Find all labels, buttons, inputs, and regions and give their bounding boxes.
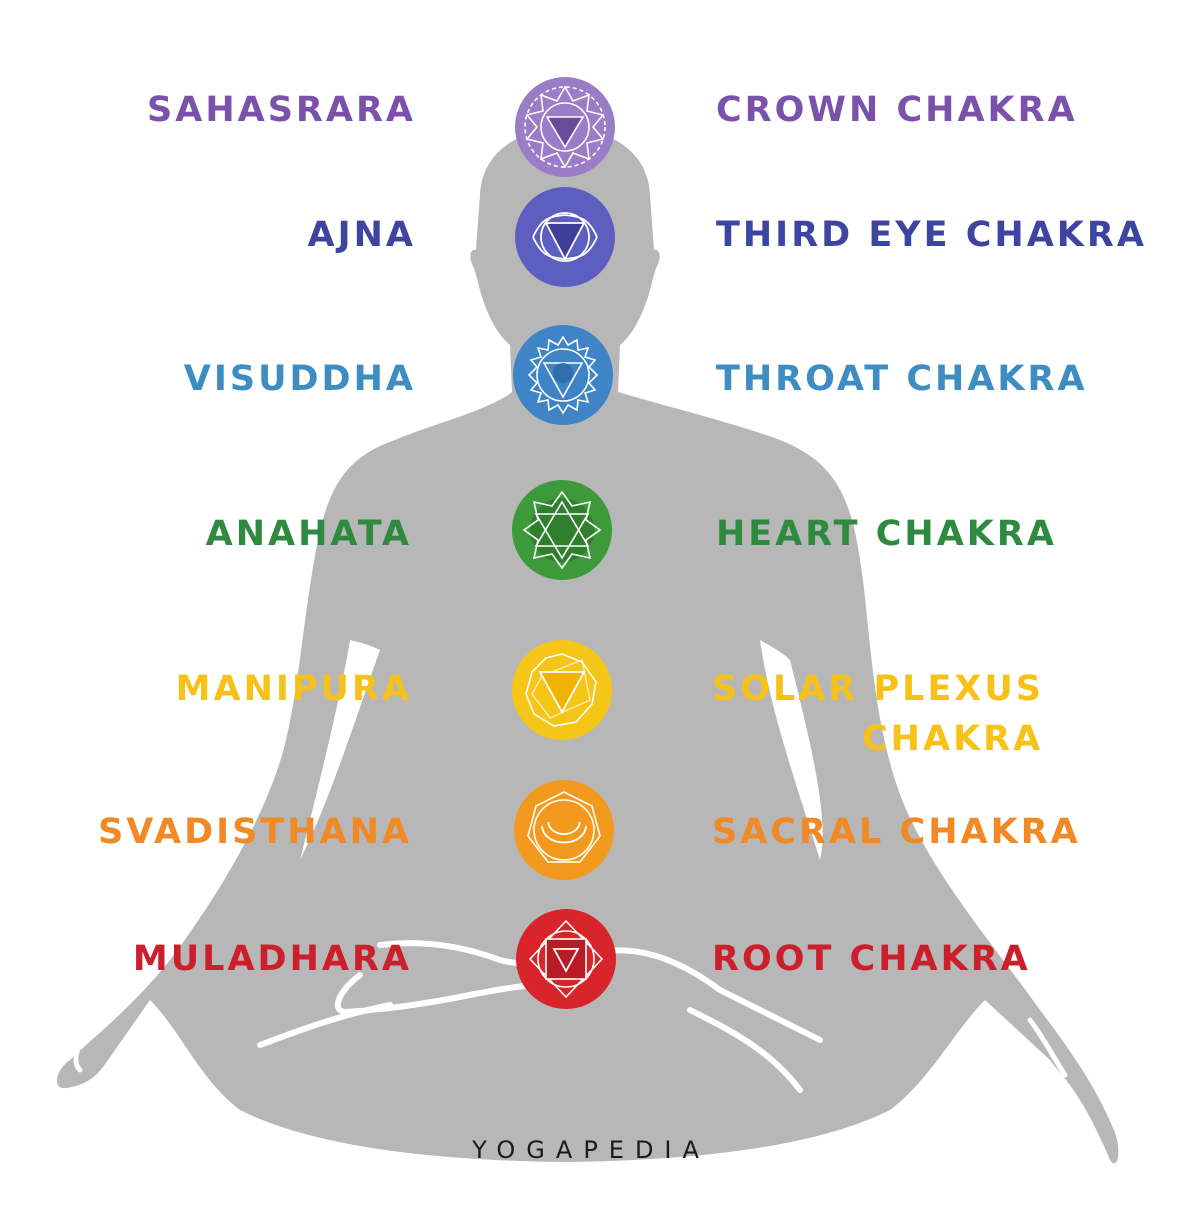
label-svadisthana: SVADISTHANA (98, 812, 412, 852)
label-crown-chakra: CROWN CHAKRA (716, 90, 1078, 130)
heart-chakra-icon (510, 478, 614, 582)
solar-plexus-chakra-icon (510, 638, 614, 742)
label-ajna: AJNA (307, 215, 416, 255)
root-chakra-icon (514, 907, 618, 1011)
throat-chakra-icon (511, 323, 615, 427)
label-root-chakra: ROOT CHAKRA (712, 939, 1031, 979)
label-solar-plexus-chakra-line2: CHAKRA (862, 719, 1044, 759)
label-third-eye-chakra: THIRD EYE CHAKRA (716, 215, 1147, 255)
label-throat-chakra: THROAT CHAKRA (716, 359, 1088, 399)
third-eye-chakra-icon (513, 185, 617, 289)
label-anahata: ANAHATA (205, 514, 412, 554)
sacral-chakra-icon (512, 778, 616, 882)
label-manipura: MANIPURA (175, 669, 412, 709)
label-solar-plexus-chakra: SOLAR PLEXUS (712, 669, 1044, 709)
label-sahasrara: SAHASRARA (147, 90, 416, 130)
label-heart-chakra: HEART CHAKRA (716, 514, 1057, 554)
label-sacral-chakra: SACRAL CHAKRA (712, 812, 1081, 852)
label-muladhara: MULADHARA (132, 939, 412, 979)
label-visuddha: VISUDDHA (183, 359, 416, 399)
brand-logo-text: YOGAPEDIA (472, 1136, 710, 1164)
crown-chakra-icon (513, 75, 617, 179)
